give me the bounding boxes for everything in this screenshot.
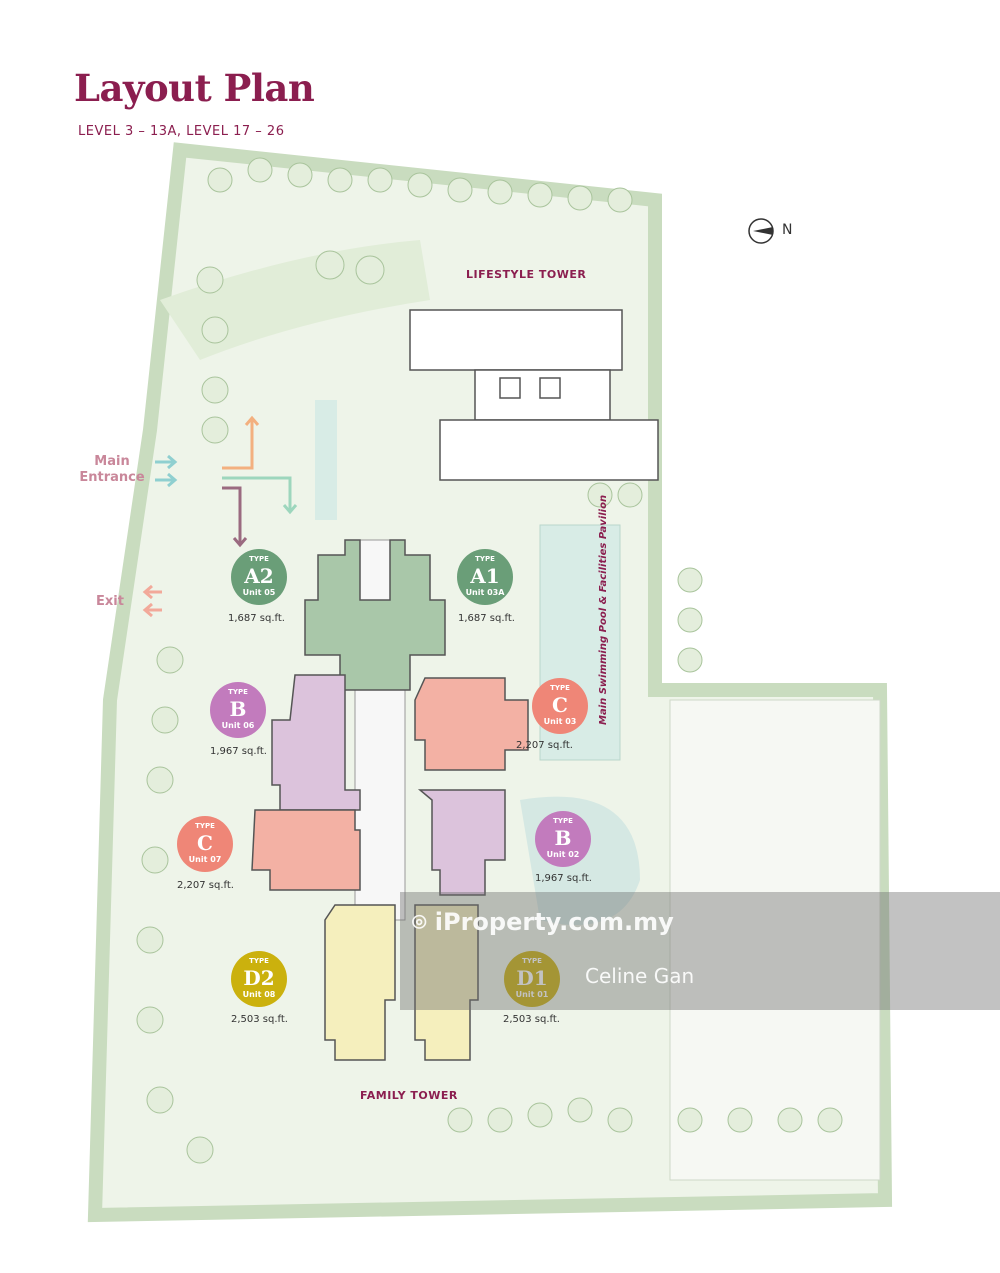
north-label: N	[782, 222, 793, 238]
family-tower-label: FAMILY TOWER	[360, 1089, 458, 1102]
type-label: TYPE	[522, 957, 542, 965]
main-entrance-label: Main Entrance	[79, 454, 145, 485]
watermark-site-text: iProperty.com.my	[434, 908, 674, 936]
unit-c03-block	[414, 677, 529, 771]
location-pin-icon: ⌾	[412, 908, 435, 936]
unit-number: Unit 08	[242, 990, 276, 999]
unit-area-d1: 2,503 sq.ft.	[503, 1014, 560, 1025]
type-label: TYPE	[249, 957, 269, 965]
unit-area-b02: 1,967 sq.ft.	[535, 873, 592, 884]
unit-code: C	[197, 831, 213, 855]
watermark-band	[400, 892, 1000, 1010]
type-label: TYPE	[228, 688, 248, 696]
unit-area-d2: 2,503 sq.ft.	[231, 1014, 288, 1025]
unit-number: Unit 05	[242, 588, 276, 597]
water-feature	[315, 400, 337, 520]
unit-code: B	[554, 826, 572, 850]
unit-area-a2: 1,687 sq.ft.	[228, 613, 285, 624]
trees	[136, 157, 843, 1164]
type-label: TYPE	[195, 822, 215, 830]
level-subtitle: LEVEL 3 – 13A, LEVEL 17 – 26	[78, 124, 285, 139]
lifestyle-tower-label: LIFESTYLE TOWER	[466, 268, 587, 281]
unit-code: A1	[470, 564, 500, 588]
unit-b02-block	[417, 789, 506, 896]
unit-code: A2	[244, 564, 274, 588]
unit-number: Unit 03A	[465, 588, 505, 597]
unit-code: D2	[243, 966, 275, 990]
type-label: TYPE	[550, 684, 570, 692]
unit-number: Unit 07	[188, 855, 222, 864]
unit-code: C	[552, 693, 568, 717]
unit-number: Unit 02	[546, 850, 580, 859]
watermark-agent: Celine Gan	[585, 964, 695, 988]
unit-d-block-right	[414, 904, 479, 1061]
unit-c07-block	[251, 809, 361, 891]
pool-label: Main Swimming Pool & Facilities Pavilion	[598, 494, 609, 725]
north-compass: N	[748, 218, 808, 248]
unit-number: Unit 06	[221, 721, 255, 730]
facilities-block	[669, 699, 881, 1181]
unit-d-block	[324, 904, 396, 1061]
unit-area-b06: 1,967 sq.ft.	[210, 746, 267, 757]
type-label: TYPE	[249, 555, 269, 563]
entrance-arrows	[142, 415, 298, 618]
watermark-site: ⌾ iProperty.com.my	[412, 908, 674, 936]
unit-code: D1	[516, 966, 548, 990]
unit-number: Unit 01	[515, 990, 549, 999]
unit-code: B	[229, 697, 247, 721]
unit-area-c07: 2,207 sq.ft.	[177, 880, 234, 891]
page-title: Layout Plan	[74, 66, 315, 110]
unit-area-a1: 1,687 sq.ft.	[458, 613, 515, 624]
type-label: TYPE	[475, 555, 495, 563]
unit-a-block	[304, 539, 446, 691]
lifestyle-tower-plan	[409, 309, 659, 481]
unit-area-c03: 2,207 sq.ft.	[516, 740, 573, 751]
unit-number: Unit 03	[543, 717, 577, 726]
exit-label: Exit	[96, 594, 124, 609]
type-label: TYPE	[553, 817, 573, 825]
